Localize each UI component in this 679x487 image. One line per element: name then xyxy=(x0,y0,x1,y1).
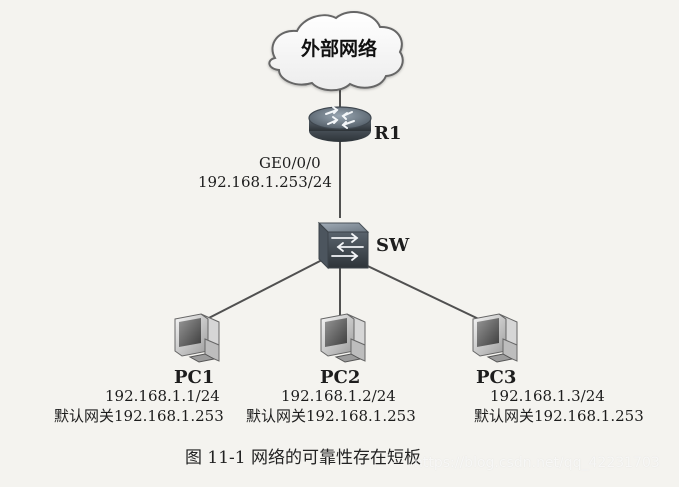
router-r1-icon xyxy=(308,106,372,142)
external-network-cloud xyxy=(268,11,404,92)
pc2-gateway-label: 默认网关192.168.1.253 xyxy=(246,407,416,425)
pc3-gateway-label: 默认网关192.168.1.253 xyxy=(474,407,644,425)
pc1-ip-label: 192.168.1.1/24 xyxy=(105,387,220,405)
pc1-gateway-label: 默认网关192.168.1.253 xyxy=(54,407,224,425)
figure-caption: 图 11-1 网络的可靠性存在短板 xyxy=(185,448,421,468)
router-name-label: R1 xyxy=(374,123,402,144)
router-ip-label: 192.168.1.253/24 xyxy=(198,173,332,191)
switch-name-label: SW xyxy=(376,235,410,256)
router-interface-label: GE0/0/0 xyxy=(259,154,321,172)
external-network-label: 外部网络 xyxy=(301,38,378,60)
watermark-text: https://blog.csdn.net/qq_42231703 xyxy=(414,455,660,471)
pc1-name-label: PC1 xyxy=(174,367,215,388)
pc2-icon xyxy=(320,313,366,363)
switch-pc3-link xyxy=(354,259,486,323)
pc3-name-label: PC3 xyxy=(476,367,517,388)
connection-lines xyxy=(200,73,486,323)
switch-pc1-link xyxy=(200,259,323,323)
pc2-name-label: PC2 xyxy=(320,367,361,388)
pc3-icon xyxy=(472,313,518,363)
switch-sw-icon xyxy=(317,221,370,270)
pc1-icon xyxy=(174,313,220,363)
pc3-ip-label: 192.168.1.3/24 xyxy=(490,387,605,405)
pc2-ip-label: 192.168.1.2/24 xyxy=(281,387,396,405)
